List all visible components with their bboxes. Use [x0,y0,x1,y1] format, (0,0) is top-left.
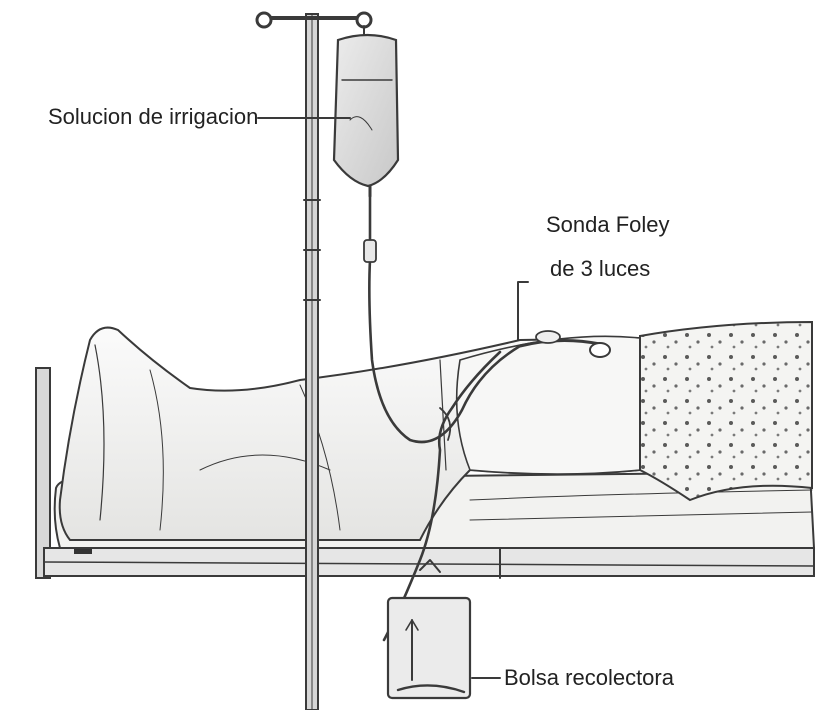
foley-catheter-label-line1: Sonda Foley [546,212,670,237]
irrigation-bag-body [334,35,398,186]
patient-torso [457,336,640,474]
foley-label-leader [518,282,528,340]
collection-bag-label: Bolsa recolectora [504,665,675,690]
foley-catheter-label-line2: de 3 luces [550,256,650,281]
iv-pole-hook-right [357,13,371,27]
collection-bag [388,560,470,698]
iv-pole-hook-left [257,13,271,27]
collection-bag-body [388,598,470,698]
irrigation-bag [334,26,398,196]
irrigation-solution-label: Solucion de irrigacion [48,104,258,129]
bed-headboard-post [36,368,50,578]
pillow [640,322,812,500]
drip-chamber [364,240,376,262]
